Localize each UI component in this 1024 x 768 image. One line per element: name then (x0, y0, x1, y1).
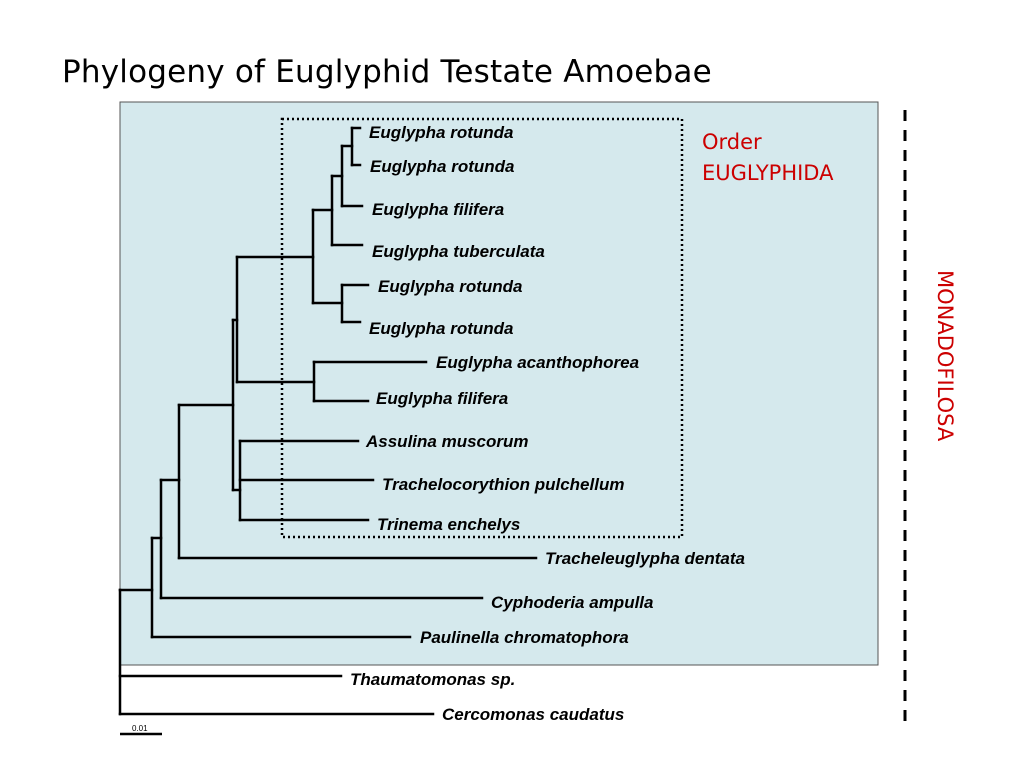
euglyphida-box (280, 117, 684, 539)
tree-branches (118, 126, 538, 716)
shaded-panel (119, 101, 879, 666)
taxon-label: Euglypha filifera (376, 389, 508, 408)
taxon-label: Euglypha acanthophorea (436, 353, 639, 372)
taxon-label: Tracheleuglypha dentata (545, 549, 745, 568)
taxon-label: Assulina muscorum (365, 432, 529, 451)
taxon-label: Euglypha rotunda (370, 157, 515, 176)
taxon-label: Cyphoderia ampulla (491, 593, 653, 612)
order-label-line2: EUGLYPHIDA (702, 161, 834, 185)
taxon-label: Trinema enchelys (377, 515, 520, 534)
taxon-label: Trachelocorythion pulchellum (382, 475, 624, 494)
taxon-label: Euglypha filifera (372, 200, 504, 219)
taxon-label: Thaumatomonas sp. (350, 670, 515, 689)
taxon-label: Cercomonas caudatus (442, 705, 624, 724)
taxon-label: Euglypha rotunda (369, 123, 514, 142)
monadofilosa-label: MONADOFILOSA (933, 270, 957, 442)
scale-bar-label: 0.01 (132, 724, 148, 733)
taxon-label: Euglypha rotunda (369, 319, 514, 338)
taxon-label: Paulinella chromatophora (420, 628, 629, 647)
order-label-line1: Order (702, 130, 762, 154)
slide-title: Phylogeny of Euglyphid Testate Amoebae (62, 54, 712, 90)
taxon-label: Euglypha rotunda (378, 277, 523, 296)
taxon-label: Euglypha tuberculata (372, 242, 545, 261)
